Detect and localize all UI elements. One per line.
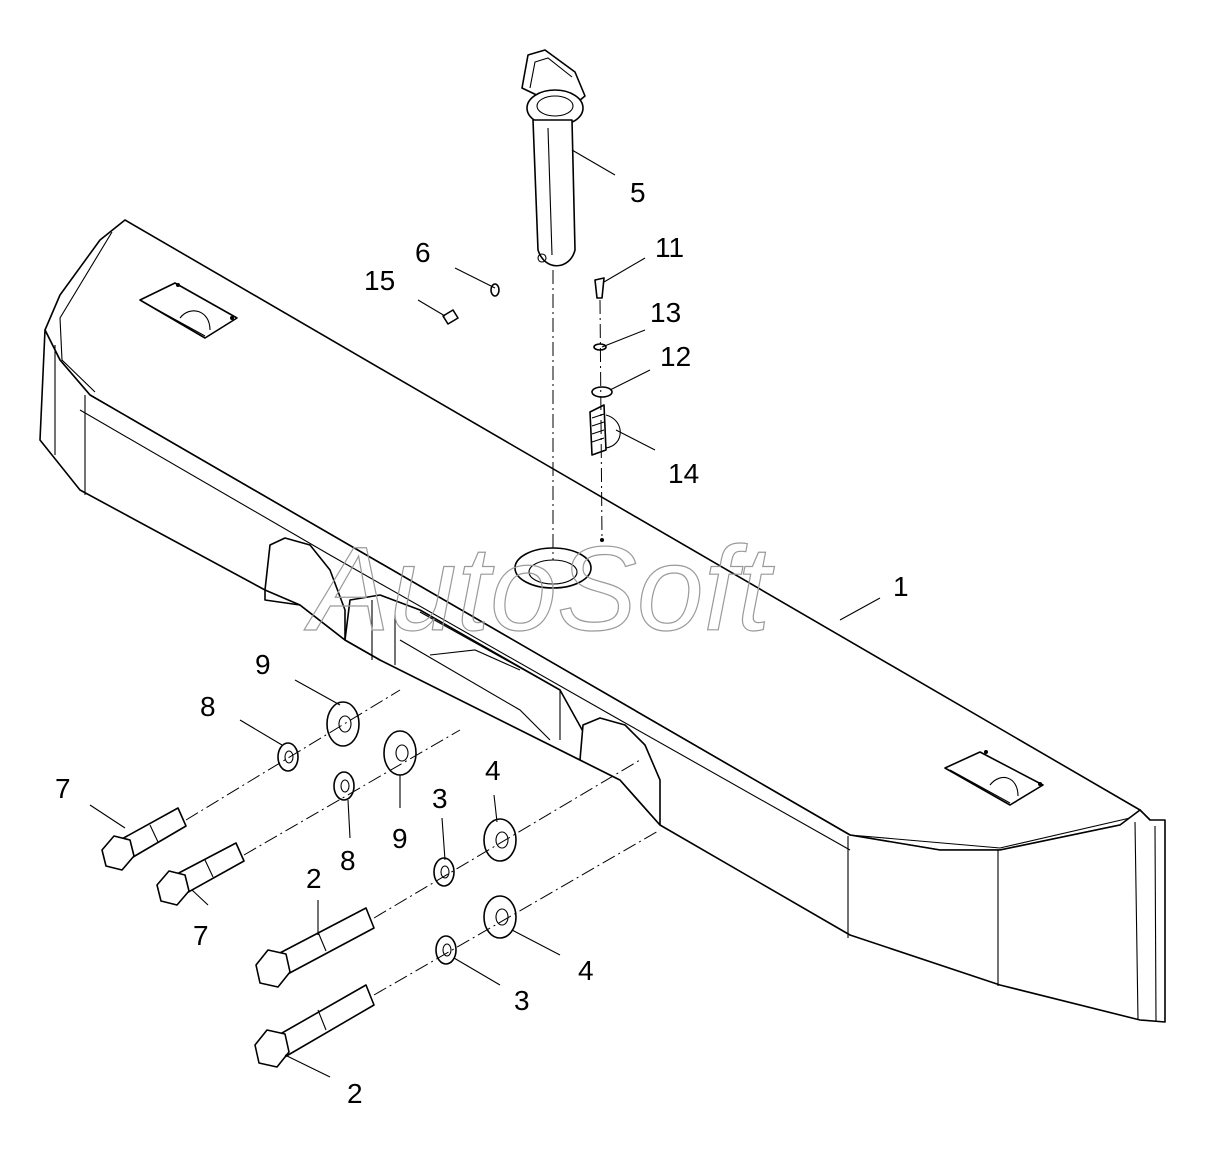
hitch-pin [521, 49, 586, 267]
spring-washers-3 [433, 857, 457, 965]
callout-9-upper: 9 [255, 649, 271, 680]
bolts-2 [254, 907, 375, 1068]
callout-6: 6 [415, 237, 431, 268]
callout-11: 11 [655, 232, 684, 263]
washers-4 [483, 818, 517, 939]
callout-4-upper: 4 [485, 755, 501, 786]
spring-washers-8 [277, 742, 355, 801]
callout-4-lower: 4 [578, 955, 594, 986]
callout-8-lower: 8 [340, 845, 356, 876]
watermark-text: AutoSoft [304, 522, 775, 656]
callout-2-lower: 2 [347, 1078, 363, 1109]
callout-12: 12 [660, 341, 691, 372]
callout-7-lower: 7 [193, 920, 209, 951]
callout-8-upper: 8 [200, 691, 216, 722]
washers-9 [326, 701, 417, 776]
callout-3-lower: 3 [514, 985, 530, 1016]
callout-3-upper: 3 [432, 783, 448, 814]
leader-lines [89, 149, 881, 1078]
callout-9-lower: 9 [392, 823, 408, 854]
small-hardware [442, 277, 621, 542]
callout-5: 5 [630, 177, 646, 208]
bumper-body [39, 219, 1166, 1023]
callout-7-upper: 7 [55, 773, 71, 804]
callout-13: 13 [650, 297, 681, 328]
callout-1: 1 [893, 571, 909, 602]
assembly-axes [185, 270, 661, 996]
callout-14: 14 [668, 458, 699, 489]
callout-2-upper: 2 [306, 863, 322, 894]
bolts-7 [101, 807, 245, 906]
callout-15: 15 [364, 265, 395, 296]
callout-labels: 5 6 15 11 13 12 14 1 9 8 7 4 3 9 8 2 7 4… [55, 177, 909, 1109]
